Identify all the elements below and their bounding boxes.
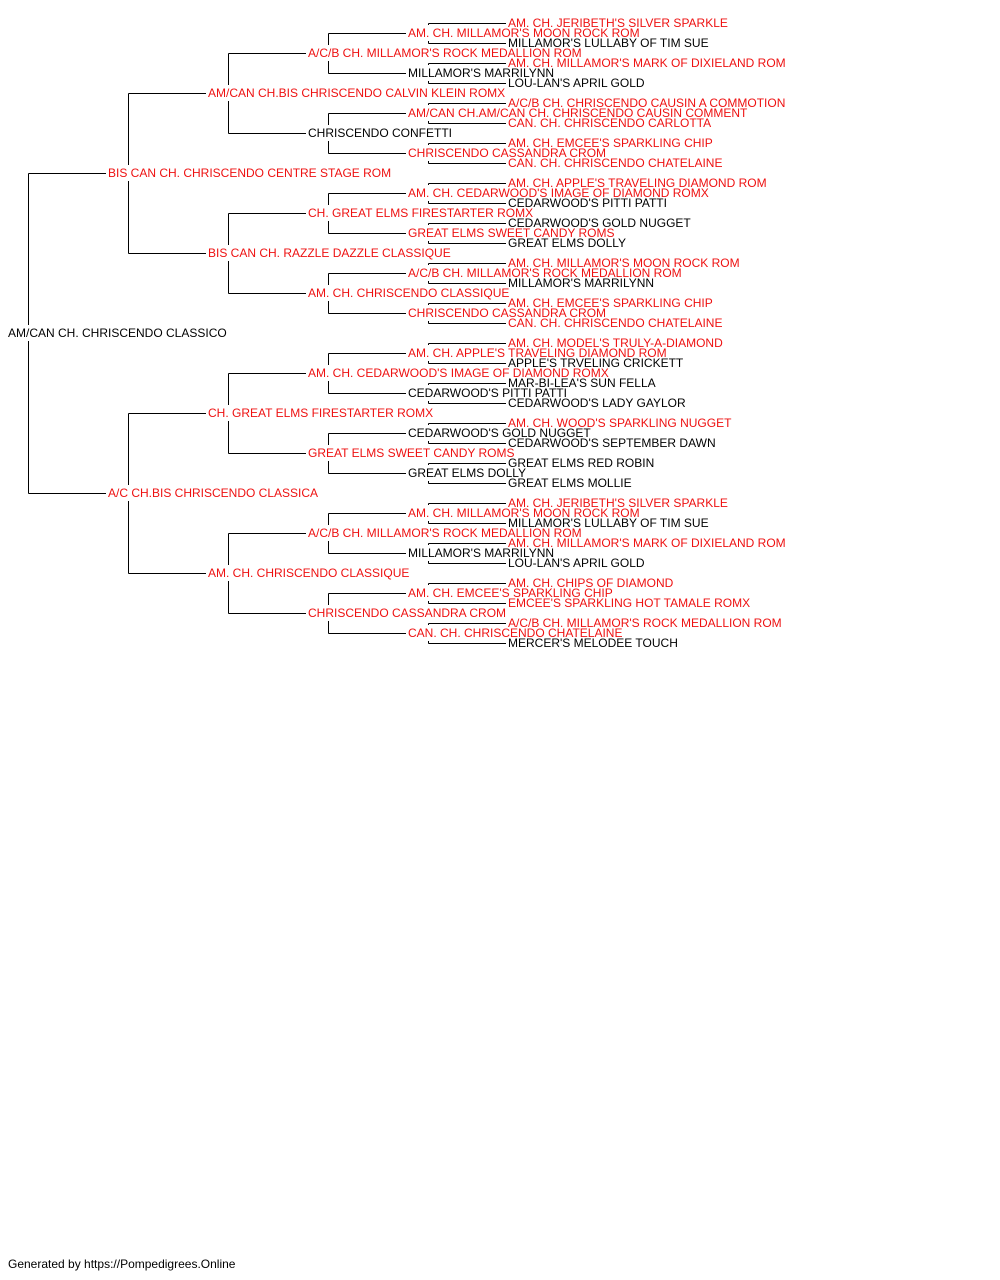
pedigree-name: AM. CH. APPLE'S TRAVELING DIAMOND ROM	[508, 176, 767, 190]
pedigree-name: A/C/B CH. CHRISCENDO CAUSIN A COMMOTION	[508, 96, 785, 110]
pedigree-name: CEDARWOOD'S GOLD NUGGET	[508, 216, 691, 230]
pedigree-name: MILLAMOR'S LULLABY OF TIM SUE	[508, 36, 709, 50]
pedigree-name: LOU-LAN'S APRIL GOLD	[508, 556, 645, 570]
pedigree-name: CEDARWOOD'S GOLD NUGGET	[408, 426, 591, 440]
pedigree-name: AM. CH. CHIPS OF DIAMOND	[508, 576, 674, 590]
pedigree-name: MILLAMOR'S LULLABY OF TIM SUE	[508, 516, 709, 530]
pedigree-name: CH. GREAT ELMS FIRESTARTER ROMX	[308, 206, 533, 220]
pedigree-name: GREAT ELMS RED ROBIN	[508, 456, 654, 470]
pedigree-name: AM. CH. CHRISCENDO CLASSIQUE	[208, 566, 409, 580]
pedigree-name: MERCER'S MELODEE TOUCH	[508, 636, 678, 650]
pedigree-name: MILLAMOR'S MARRILYNN	[508, 276, 654, 290]
pedigree-name: GREAT ELMS SWEET CANDY ROMS	[408, 226, 614, 240]
pedigree-name: CAN. CH. CHRISCENDO CHATELAINE	[508, 316, 722, 330]
pedigree-name: CHRISCENDO CASSANDRA CROM	[408, 146, 606, 160]
pedigree-name: A/C/B CH. MILLAMOR'S ROCK MEDALLION ROM	[408, 266, 682, 280]
pedigree-name: CAN. CH. CHRISCENDO CHATELAINE	[408, 626, 622, 640]
pedigree-name: GREAT ELMS SWEET CANDY ROMS	[308, 446, 514, 460]
pedigree-name: APPLE'S TRVELING CRICKETT	[508, 356, 684, 370]
pedigree-name: EMCEE'S SPARKLING HOT TAMALE ROMX	[508, 596, 750, 610]
pedigree-name: A/C/B CH. MILLAMOR'S ROCK MEDALLION ROM	[508, 616, 782, 630]
pedigree-name: CEDARWOOD'S PITTI PATTI	[408, 386, 567, 400]
pedigree-name: CHRISCENDO CONFETTI	[308, 126, 452, 140]
pedigree-name: CEDARWOOD'S SEPTEMBER DAWN	[508, 436, 716, 450]
pedigree-name: LOU-LAN'S APRIL GOLD	[508, 76, 645, 90]
pedigree-name: AM. CH. MILLAMOR'S MOON ROCK ROM	[408, 506, 640, 520]
pedigree-name: AM. CH. MILLAMOR'S MOON ROCK ROM	[508, 256, 740, 270]
pedigree-name: CHRISCENDO CASSANDRA CROM	[308, 606, 506, 620]
pedigree-name: GREAT ELMS MOLLIE	[508, 476, 632, 490]
pedigree-name: AM. CH. MILLAMOR'S MOON ROCK ROM	[408, 26, 640, 40]
pedigree-name: CAN. CH. CHRISCENDO CARLOTTA	[508, 116, 711, 130]
pedigree-name: AM. CH. CEDARWOOD'S IMAGE OF DIAMOND ROM…	[408, 186, 709, 200]
pedigree-name: AM. CH. EMCEE'S SPARKLING CHIP	[508, 296, 713, 310]
pedigree-name: AM/CAN CH.AM/CAN CH. CHRISCENDO CAUSIN C…	[408, 106, 748, 120]
pedigree-name: BIS CAN CH. RAZZLE DAZZLE CLASSIQUE	[208, 246, 451, 260]
pedigree-name: CAN. CH. CHRISCENDO CHATELAINE	[508, 156, 722, 170]
pedigree-name: A/C/B CH. MILLAMOR'S ROCK MEDALLION ROM	[308, 526, 582, 540]
pedigree-name: AM. CH. MILLAMOR'S MARK OF DIXIELAND ROM	[508, 536, 786, 550]
pedigree-name: AM/CAN CH. CHRISCENDO CLASSICO	[8, 326, 227, 340]
pedigree-name: AM. CH. CEDARWOOD'S IMAGE OF DIAMOND ROM…	[308, 366, 609, 380]
pedigree-name: AM/CAN CH.BIS CHRISCENDO CALVIN KLEIN RO…	[208, 86, 505, 100]
pedigree-name: MILLAMOR'S MARRILYNN	[408, 66, 554, 80]
pedigree-name: MILLAMOR'S MARRILYNN	[408, 546, 554, 560]
pedigree-name: CHRISCENDO CASSANDRA CROM	[408, 306, 606, 320]
pedigree-name: AM. CH. APPLE'S TRAVELING DIAMOND ROM	[408, 346, 667, 360]
generated-by-footer: Generated by https://Pompedigrees.Online	[8, 1257, 236, 1271]
pedigree-name: AM. CH. JERIBETH'S SILVER SPARKLE	[508, 16, 728, 30]
pedigree-name: CH. GREAT ELMS FIRESTARTER ROMX	[208, 406, 433, 420]
pedigree-name: AM. CH. JERIBETH'S SILVER SPARKLE	[508, 496, 728, 510]
pedigree-name: AM. CH. CHRISCENDO CLASSIQUE	[308, 286, 509, 300]
pedigree-name: A/C CH.BIS CHRISCENDO CLASSICA	[108, 486, 318, 500]
pedigree-name: CEDARWOOD'S PITTI PATTI	[508, 196, 667, 210]
pedigree-name: A/C/B CH. MILLAMOR'S ROCK MEDALLION ROM	[308, 46, 582, 60]
pedigree-name: MAR-BI-LEA'S SUN FELLA	[508, 376, 656, 390]
pedigree-name: AM. CH. MODEL'S TRULY-A-DIAMOND	[508, 336, 723, 350]
pedigree-name: GREAT ELMS DOLLY	[508, 236, 626, 250]
pedigree-name: AM. CH. WOOD'S SPARKLING NUGGET	[508, 416, 732, 430]
pedigree-name: AM. CH. MILLAMOR'S MARK OF DIXIELAND ROM	[508, 56, 786, 70]
pedigree-name: AM. CH. EMCEE'S SPARKLING CHIP	[408, 586, 613, 600]
pedigree-name: CEDARWOOD'S LADY GAYLOR	[508, 396, 686, 410]
pedigree-name: GREAT ELMS DOLLY	[408, 466, 526, 480]
pedigree-name: BIS CAN CH. CHRISCENDO CENTRE STAGE ROM	[108, 166, 391, 180]
pedigree-name: AM. CH. EMCEE'S SPARKLING CHIP	[508, 136, 713, 150]
